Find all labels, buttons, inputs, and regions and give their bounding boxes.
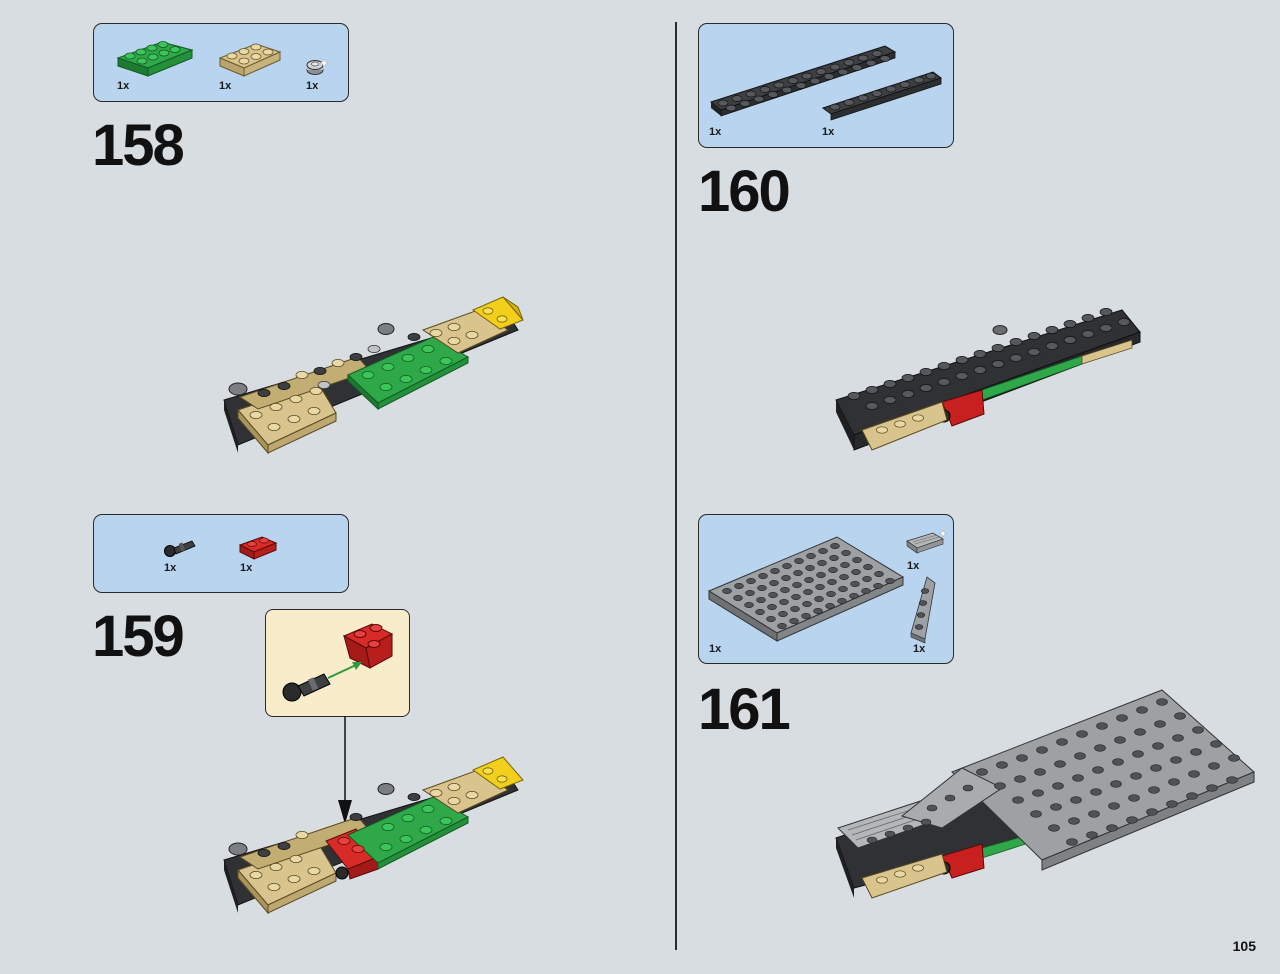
dark-grey-plate-1x12-icon bbox=[709, 45, 897, 117]
grey-wedge-plate-icon bbox=[910, 576, 936, 644]
assembly-model-step-159 bbox=[223, 756, 524, 915]
grey-plate-6x10-icon bbox=[707, 536, 905, 642]
qty-label: 1x bbox=[709, 126, 722, 138]
tan-plate-2x3-icon bbox=[218, 43, 282, 77]
assembly-model-step-158 bbox=[223, 296, 524, 455]
page-number: 105 bbox=[1232, 938, 1256, 954]
qty-label: 1x bbox=[913, 643, 926, 655]
dark-grey-plate-1x8-icon bbox=[821, 71, 943, 121]
qty-label: 1x bbox=[907, 560, 920, 572]
step-number: 161 bbox=[698, 677, 791, 742]
green-plate-2x4-icon bbox=[116, 41, 194, 77]
qty-label: 1x bbox=[240, 562, 253, 574]
assembly-model-step-161 bbox=[835, 689, 1255, 899]
qty-label: 1x bbox=[306, 80, 319, 92]
step-number: 159 bbox=[92, 604, 185, 669]
parts-list-step-158: 1x 1x 1x bbox=[93, 23, 349, 102]
step-number: 160 bbox=[698, 159, 791, 224]
silver-round-plate-icon bbox=[306, 58, 330, 75]
qty-label: 1x bbox=[219, 80, 232, 92]
qty-label: 1x bbox=[117, 80, 130, 92]
parts-list-step-159: 1x 1x bbox=[93, 514, 349, 593]
subassembly-callout bbox=[265, 609, 410, 717]
assembly-model-step-160 bbox=[835, 308, 1141, 451]
black-stud-shooter-icon bbox=[164, 540, 196, 557]
page-divider bbox=[675, 22, 677, 950]
qty-label: 1x bbox=[164, 562, 177, 574]
qty-label: 1x bbox=[709, 643, 722, 655]
callout-assembly-illustration bbox=[282, 623, 394, 702]
grey-tile-grille-icon bbox=[906, 529, 948, 554]
step-number: 158 bbox=[92, 113, 185, 178]
parts-list-step-161: 1x 1x 1x bbox=[698, 514, 954, 664]
parts-list-step-160: 1x 1x bbox=[698, 23, 954, 148]
callout-pointer-arrow bbox=[338, 716, 352, 824]
qty-label: 1x bbox=[822, 126, 835, 138]
red-bracket-icon bbox=[238, 536, 278, 560]
